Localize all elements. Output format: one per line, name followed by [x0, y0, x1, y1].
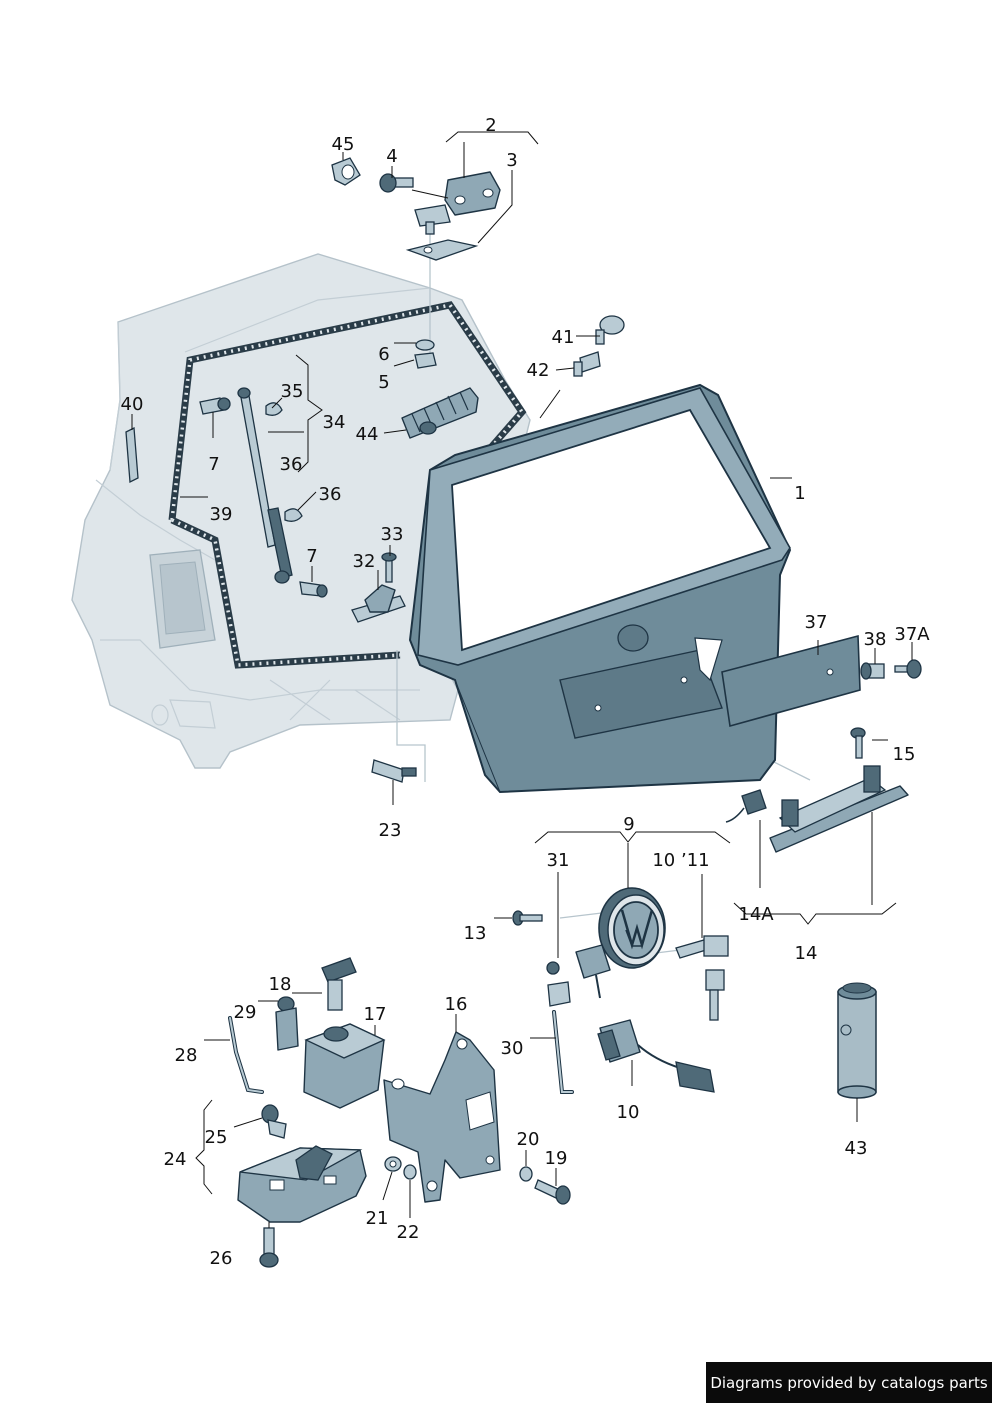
bolt-41 — [595, 315, 625, 345]
label-21: 21 — [366, 1208, 389, 1229]
label-23: 23 — [379, 820, 402, 841]
label-17: 17 — [364, 1004, 387, 1025]
bushing-38 — [860, 662, 885, 680]
nut-5 — [414, 352, 437, 369]
label-1: 1 — [794, 483, 805, 504]
bolt-4 — [379, 173, 414, 193]
label-37a: 37A — [894, 624, 930, 645]
label-2: 2 — [485, 115, 496, 136]
label-36b: 36 — [319, 484, 342, 505]
label-30: 30 — [501, 1038, 524, 1059]
tailgate-seal — [168, 301, 527, 669]
footer-credit: Diagrams provided by catalogs parts — [706, 1362, 992, 1403]
clip-36 — [284, 508, 303, 522]
screw-15 — [850, 727, 866, 759]
clip-42 — [573, 351, 601, 377]
screw-33 — [381, 552, 397, 583]
label-36a: 36 — [280, 454, 303, 475]
pin-18 — [321, 957, 357, 1011]
label-6: 6 — [378, 344, 389, 365]
label-3: 3 — [506, 150, 517, 171]
striker-32 — [351, 584, 406, 623]
label-7a: 7 — [208, 454, 219, 475]
hinge-assembly — [405, 171, 501, 261]
lock-actuator-10 — [597, 1019, 715, 1093]
label-28: 28 — [175, 1045, 198, 1066]
label-40: 40 — [121, 394, 144, 415]
lock-24 — [237, 1145, 367, 1223]
connector-14a — [725, 789, 767, 823]
label-34: 34 — [323, 412, 346, 433]
label-29: 29 — [234, 1002, 257, 1023]
label-41: 41 — [552, 327, 575, 348]
label-37: 37 — [805, 612, 828, 633]
actuator-17 — [303, 1023, 386, 1109]
label-7b: 7 — [306, 546, 317, 567]
clip-40 — [125, 426, 139, 484]
label-42: 42 — [527, 360, 550, 381]
ball-stud-7a — [199, 397, 231, 415]
label-5: 5 — [378, 372, 389, 393]
keys-10-11 — [675, 935, 729, 1021]
rod-30 — [552, 1010, 574, 1094]
plate-37 — [721, 634, 861, 728]
cap-45 — [331, 157, 361, 186]
washer-22 — [403, 1164, 417, 1180]
label-9: 9 — [623, 814, 634, 835]
label-45: 45 — [332, 134, 355, 155]
label-32: 32 — [353, 551, 376, 572]
leader-lines — [131, 131, 913, 1228]
clip-29 — [275, 996, 299, 1051]
washer-20 — [519, 1166, 533, 1182]
label-26: 26 — [210, 1248, 233, 1269]
screw-37a — [894, 659, 922, 679]
label-39: 39 — [210, 504, 233, 525]
ball-stud-7b — [299, 581, 328, 598]
label-18: 18 — [269, 974, 292, 995]
label-15: 15 — [893, 744, 916, 765]
label-10: 10 — [617, 1102, 640, 1123]
label-14a: 14A — [738, 904, 774, 925]
tailgate-panel — [408, 383, 792, 794]
switch-23 — [371, 759, 417, 783]
label-25: 25 — [205, 1127, 228, 1148]
label-22: 22 — [397, 1222, 420, 1243]
bracket-16 — [383, 1031, 501, 1203]
lock-cylinder-31 — [546, 944, 611, 1007]
label-24: 24 — [164, 1149, 187, 1170]
emblem-9 — [598, 887, 666, 969]
label-19: 19 — [545, 1148, 568, 1169]
callout-labels: 2 3 4 45 6 5 41 42 44 1 40 7 35 34 36 36… — [121, 115, 931, 1269]
washer-6 — [415, 339, 435, 351]
bolt-26 — [259, 1227, 279, 1268]
label-20: 20 — [517, 1129, 540, 1150]
label-10-11: 10 ’11 — [652, 850, 709, 871]
spray-can-43 — [837, 982, 877, 1099]
label-14: 14 — [795, 943, 818, 964]
label-33: 33 — [381, 524, 404, 545]
clip-25 — [261, 1104, 287, 1139]
label-13: 13 — [464, 923, 487, 944]
label-16: 16 — [445, 994, 468, 1015]
label-43: 43 — [845, 1138, 868, 1159]
screw-13 — [512, 910, 543, 926]
cable-boot-44 — [401, 387, 479, 439]
label-4: 4 — [386, 146, 397, 167]
gas-strut-34 — [237, 387, 293, 584]
label-35: 35 — [281, 381, 304, 402]
bolt-19 — [534, 1179, 571, 1205]
handle-14 — [769, 765, 909, 853]
label-38: 38 — [864, 629, 887, 650]
label-44: 44 — [356, 424, 379, 445]
label-31: 31 — [547, 850, 570, 871]
clip-35 — [265, 402, 283, 416]
